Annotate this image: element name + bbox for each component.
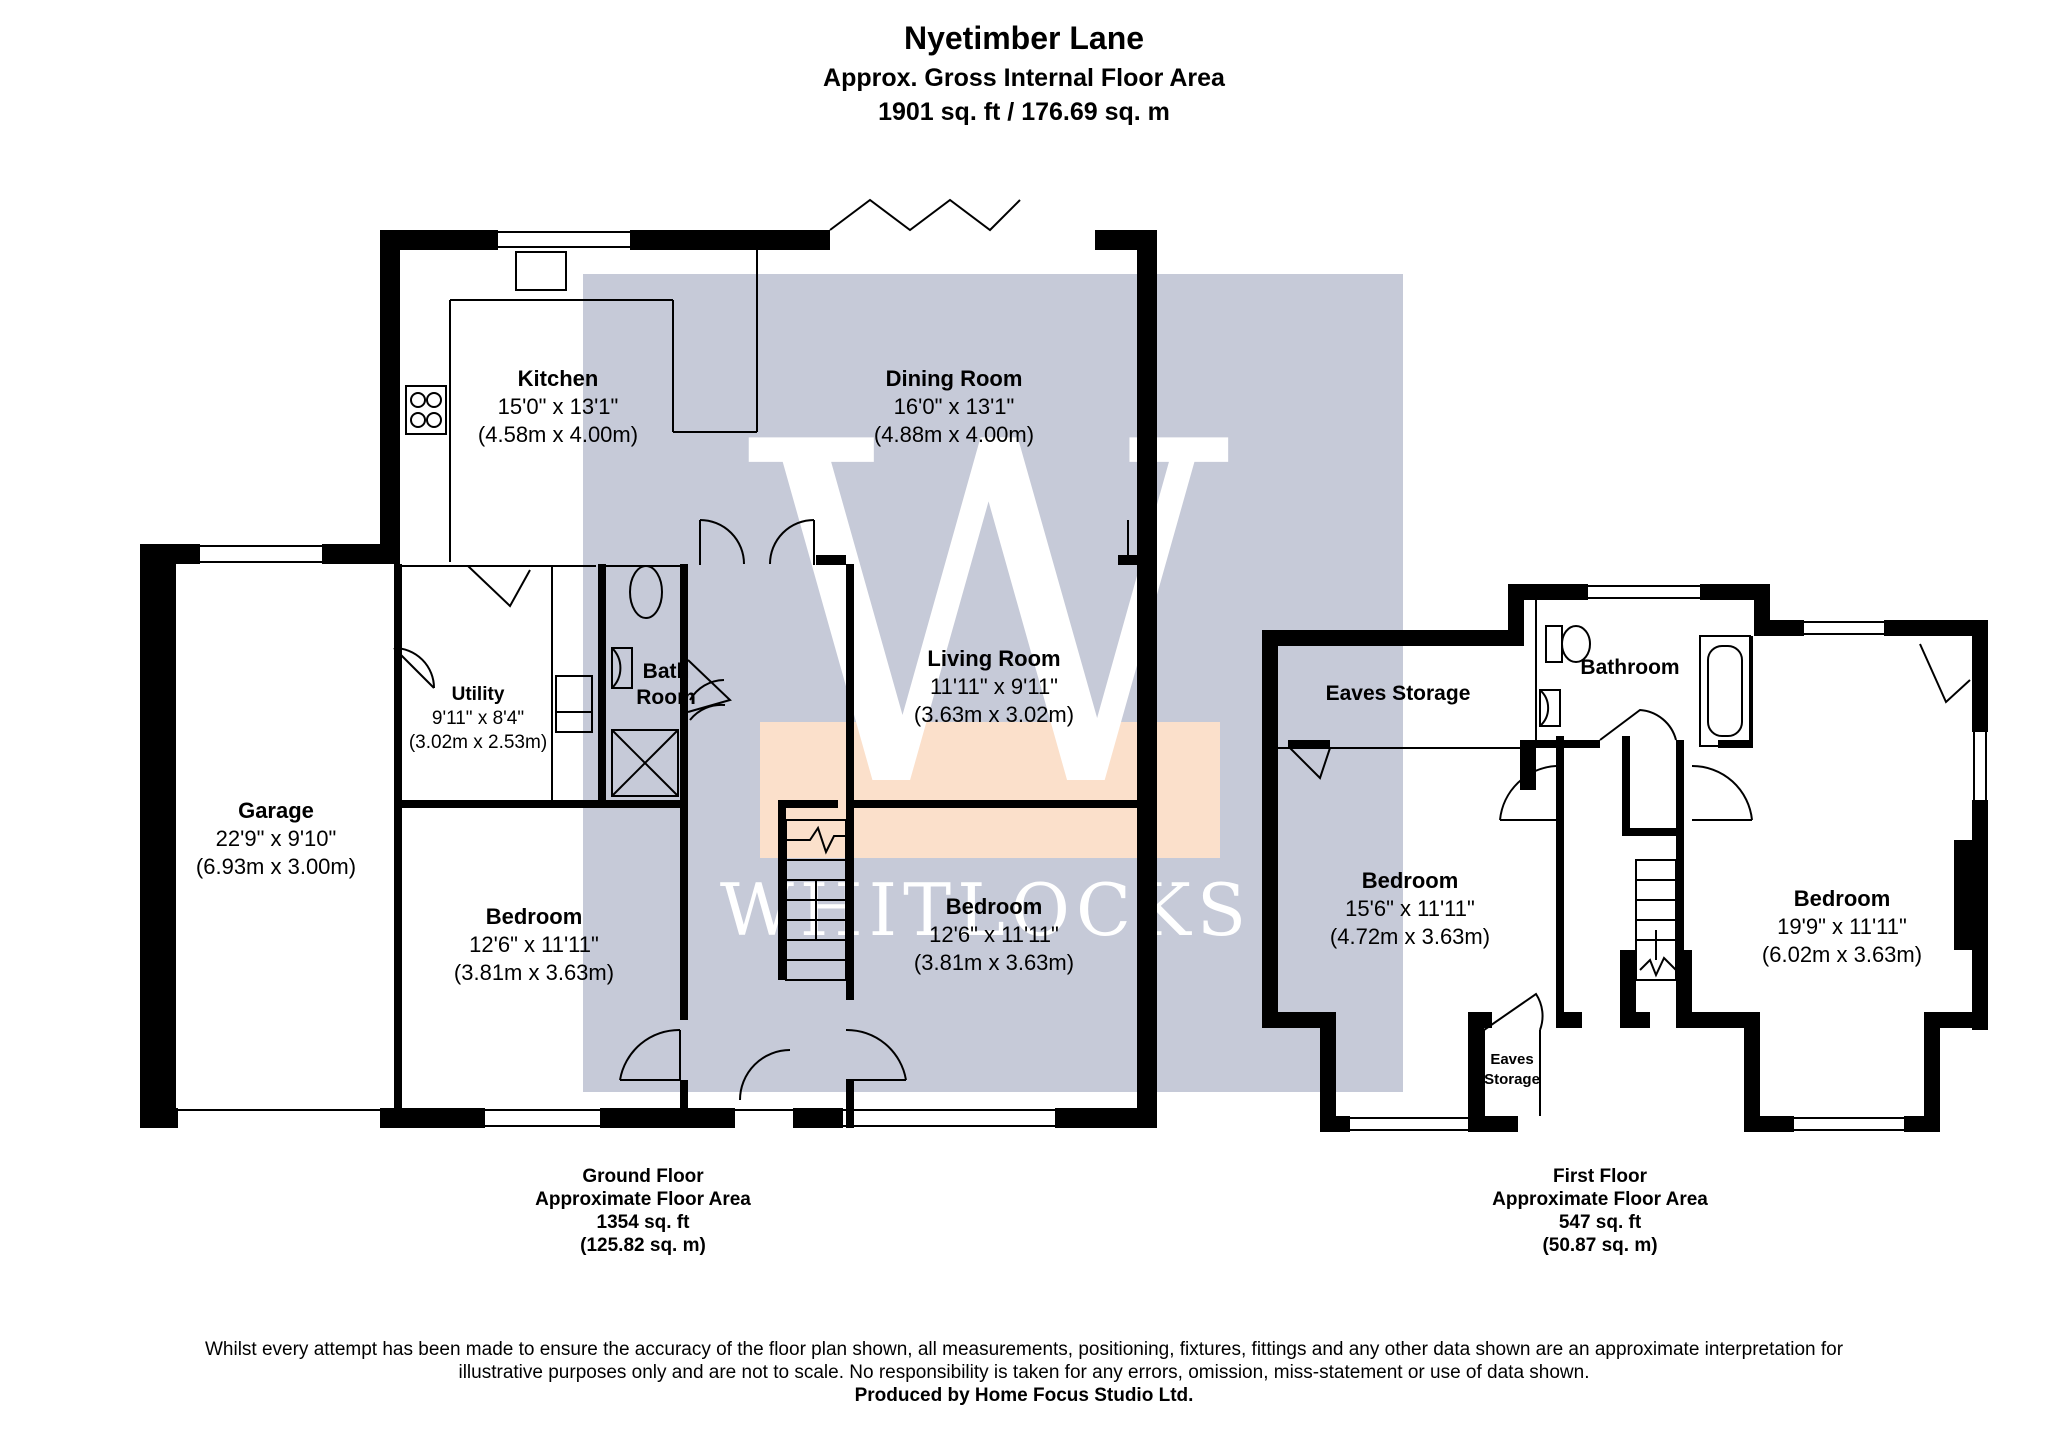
kitchen-label: Kitchen: [518, 366, 599, 391]
bath-room-label-line1: Bath: [643, 660, 690, 683]
eaves-storage-label: Eaves Storage: [1326, 682, 1471, 705]
garage-imperial: 22'9" x 9'10": [216, 826, 337, 851]
bedroom-b-imperial: 12'6" x 11'11": [929, 922, 1059, 947]
bathroom-label: Bathroom: [1580, 656, 1679, 679]
ground-floor-thin-walls: [178, 198, 1129, 1127]
first-floor-labels: Eaves Storage Bathroom Bedroom 15'6" x 1…: [1326, 656, 1922, 1088]
first-floor-caption-line3: 547 sq. ft: [1559, 1212, 1642, 1233]
garage-metric: (6.93m x 3.00m): [196, 854, 356, 879]
living-room-metric: (3.63m x 3.02m): [914, 702, 1074, 727]
bath-room-label-line2: Room: [636, 686, 696, 709]
dining-room-metric: (4.88m x 4.00m): [874, 422, 1034, 447]
garage-label: Garage: [238, 798, 314, 823]
living-room-label: Living Room: [927, 646, 1060, 671]
ground-floor-labels: Kitchen 15'0" x 13'1" (4.58m x 4.00m) Di…: [196, 366, 1074, 985]
bedroom-a-imperial: 12'6" x 11'11": [469, 932, 599, 957]
bedroom-b-metric: (3.81m x 3.63m): [914, 950, 1074, 975]
first-floor-thin-walls: [1263, 585, 1987, 1131]
first-floor-walls: [1262, 584, 1988, 1132]
first-floor-caption-line1: First Floor: [1553, 1166, 1648, 1187]
ground-floor-caption: Ground Floor Approximate Floor Area 1354…: [535, 1166, 751, 1256]
plan-title: Nyetimber Lane: [903, 20, 1145, 56]
disclaimer-line1: Whilst every attempt has been made to en…: [204, 1339, 1844, 1360]
bedroom-a-label: Bedroom: [486, 904, 583, 929]
kitchen-imperial: 15'0" x 13'1": [498, 394, 619, 419]
first-floor-plan: [1262, 584, 1988, 1132]
ground-floor-walls: [140, 230, 1157, 1128]
ground-floor-caption-line2: Approximate Floor Area: [535, 1189, 751, 1210]
bedroom-b-label: Bedroom: [946, 894, 1043, 919]
dining-room-label: Dining Room: [886, 366, 1023, 391]
living-room-imperial: 11'11" x 9'11": [930, 674, 1058, 699]
utility-imperial: 9'11" x 8'4": [432, 708, 524, 729]
watermark-brand: WHITLOCKS: [720, 868, 1252, 952]
utility-label: Utility: [452, 684, 505, 705]
producer-credit: Produced by Home Focus Studio Ltd.: [854, 1385, 1194, 1406]
dining-room-imperial: 16'0" x 13'1": [894, 394, 1015, 419]
kitchen-metric: (4.58m x 4.00m): [478, 422, 638, 447]
total-area: 1901 sq. ft / 176.69 sq. m: [878, 98, 1170, 126]
first-floor-caption-line4: (50.87 sq. m): [1542, 1235, 1657, 1256]
ground-floor-caption-line4: (125.82 sq. m): [580, 1235, 706, 1256]
plan-subtitle: Approx. Gross Internal Floor Area: [823, 64, 1225, 92]
eaves-small-label-line2: Storage: [1484, 1071, 1540, 1088]
bedroom-right-metric: (6.02m x 3.63m): [1762, 942, 1922, 967]
first-floor-caption-line2: Approximate Floor Area: [1492, 1189, 1708, 1210]
bedroom-a-metric: (3.81m x 3.63m): [454, 960, 614, 985]
ground-floor-plan: [140, 198, 1157, 1128]
bedroom-left-label: Bedroom: [1362, 868, 1459, 893]
first-floor-caption: First Floor Approximate Floor Area 547 s…: [1492, 1166, 1708, 1256]
eaves-small-label-line1: Eaves: [1490, 1051, 1533, 1068]
bedroom-left-metric: (4.72m x 3.63m): [1330, 924, 1490, 949]
utility-metric: (3.02m x 2.53m): [409, 732, 547, 753]
bedroom-right-imperial: 19'9" x 11'11": [1777, 914, 1907, 939]
disclaimer-line2: illustrative purposes only and are not t…: [458, 1362, 1590, 1383]
ground-floor-caption-line1: Ground Floor: [582, 1166, 704, 1187]
ground-floor-caption-line3: 1354 sq. ft: [597, 1212, 691, 1233]
bedroom-right-label: Bedroom: [1794, 886, 1891, 911]
bedroom-left-imperial: 15'6" x 11'11": [1345, 896, 1475, 921]
